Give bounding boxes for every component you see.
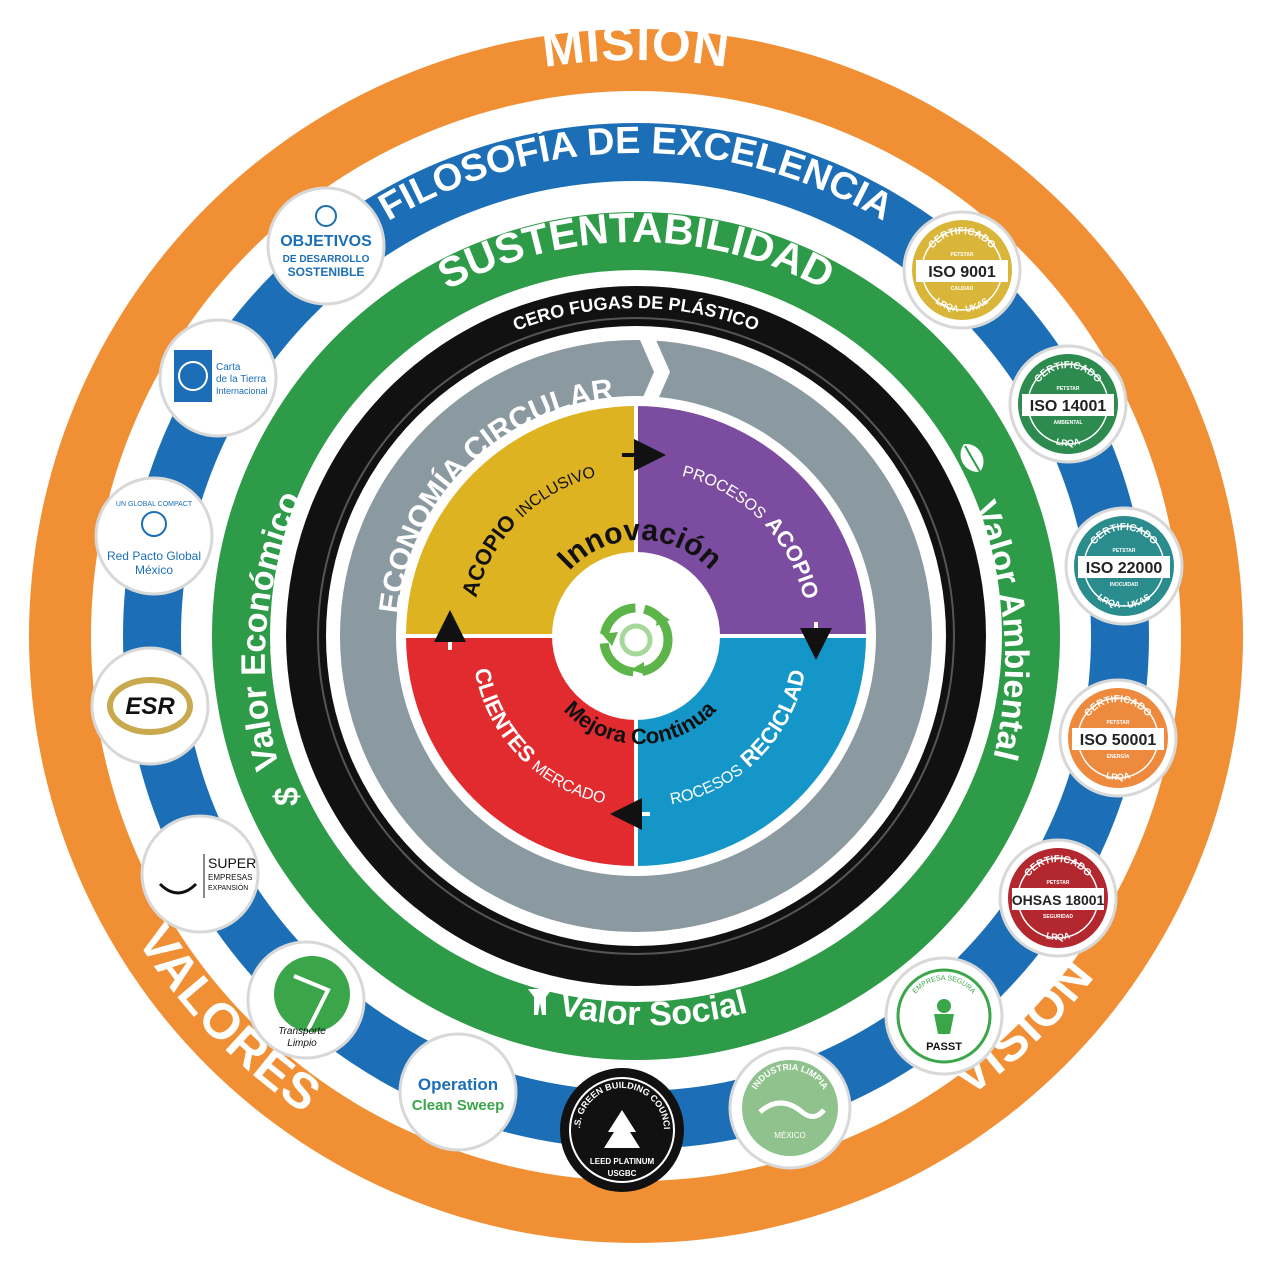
black-ring-highlight <box>317 317 955 955</box>
svg-text:Internacional: Internacional <box>216 386 268 396</box>
cert-small-label: PETSTAR <box>1107 720 1130 726</box>
svg-text:México: México <box>135 563 173 577</box>
svg-text:PASST: PASST <box>926 1041 962 1053</box>
cert-band <box>1078 556 1170 578</box>
logo-pacto-global: UN GLOBAL COMPACT Red Pacto Global Méxic… <box>94 476 214 596</box>
svg-text:EMPRESAS: EMPRESAS <box>208 873 252 882</box>
cert-small-label: PETSTAR <box>1047 880 1070 886</box>
svg-text:Carta: Carta <box>216 362 241 373</box>
svg-text:SOSTENIBLE: SOSTENIBLE <box>288 265 365 279</box>
svg-text:Operation: Operation <box>418 1075 498 1094</box>
svg-text:UN GLOBAL COMPACT: UN GLOBAL COMPACT <box>116 501 193 508</box>
recycle-icon <box>599 603 673 677</box>
cert-small-label: PETSTAR <box>1113 548 1136 554</box>
cert-band <box>1022 394 1114 416</box>
svg-text:ESR: ESR <box>125 693 175 720</box>
logo-passt: EMPRESA SEGURA PASST <box>884 956 1004 1076</box>
svg-text:DE DESARROLLO: DE DESARROLLO <box>283 254 370 265</box>
cert-bottom-label: LRQA <box>1045 930 1072 942</box>
cert-small-label: PETSTAR <box>1057 386 1080 392</box>
logo-carta-tierra: Carta de la Tierra Internacional <box>158 318 278 438</box>
cert-main-label: OHSAS 18001 <box>1012 892 1105 908</box>
cert-small-label: SEGURIDAD <box>1043 914 1073 920</box>
leaf-icon <box>960 444 984 473</box>
svg-text:Red Pacto Global: Red Pacto Global <box>107 549 201 563</box>
svg-text:SUPER: SUPER <box>208 855 256 871</box>
cert-band <box>916 260 1008 282</box>
economia-circular-arrow <box>640 340 670 404</box>
cert-main-label: ISO 50001 <box>1080 732 1157 749</box>
svg-text:Limpio: Limpio <box>287 1038 317 1049</box>
cert-main-label: ISO 22000 <box>1086 560 1163 577</box>
svg-text:Transporte: Transporte <box>278 1026 326 1037</box>
cert-main-label: ISO 14001 <box>1030 398 1107 415</box>
cert-small-label: PETSTAR <box>951 252 974 258</box>
svg-text:EXPANSIÓN: EXPANSIÓN <box>208 883 248 892</box>
cert-small-label: CALIDAD <box>951 286 974 292</box>
logo-industria-limpia: INDUSTRIA LIMPIA MÉXICO <box>728 1046 852 1170</box>
cert-main-label: ISO 9001 <box>928 264 996 281</box>
cert-small-label: INOCUIDAD <box>1110 582 1139 588</box>
cert-bottom-label: LRQA <box>1105 770 1132 782</box>
logo-transporte-limpio: Transporte Limpio <box>246 940 366 1060</box>
cert-small-label: AMBIENTAL <box>1053 420 1082 426</box>
logo-operation-clean-sweep: Operation Clean Sweep <box>398 1032 518 1152</box>
person-icon <box>528 973 552 1015</box>
logo-super-empresas: SUPER EMPRESAS EXPANSIÓN <box>140 814 260 934</box>
cert-small-label: ENERGÍA <box>1107 752 1130 760</box>
svg-text:Clean Sweep: Clean Sweep <box>412 1097 505 1114</box>
svg-text:USGBC: USGBC <box>608 1169 637 1178</box>
cert-band <box>1012 888 1104 910</box>
cert-band <box>1072 728 1164 750</box>
cert-bottom-label: LRQA <box>1055 436 1082 448</box>
svg-text:de la Tierra: de la Tierra <box>216 374 266 385</box>
center-circle <box>552 552 720 720</box>
svg-text:OBJETIVOS: OBJETIVOS <box>280 233 372 250</box>
dollar-icon: $ <box>268 787 306 806</box>
logo-ods: OBJETIVOS DE DESARROLLO SOSTENIBLE <box>266 186 386 306</box>
svg-text:MÉXICO: MÉXICO <box>774 1131 806 1140</box>
svg-text:LEED PLATINUM: LEED PLATINUM <box>590 1157 655 1166</box>
logo-esr: ESR <box>90 646 210 766</box>
